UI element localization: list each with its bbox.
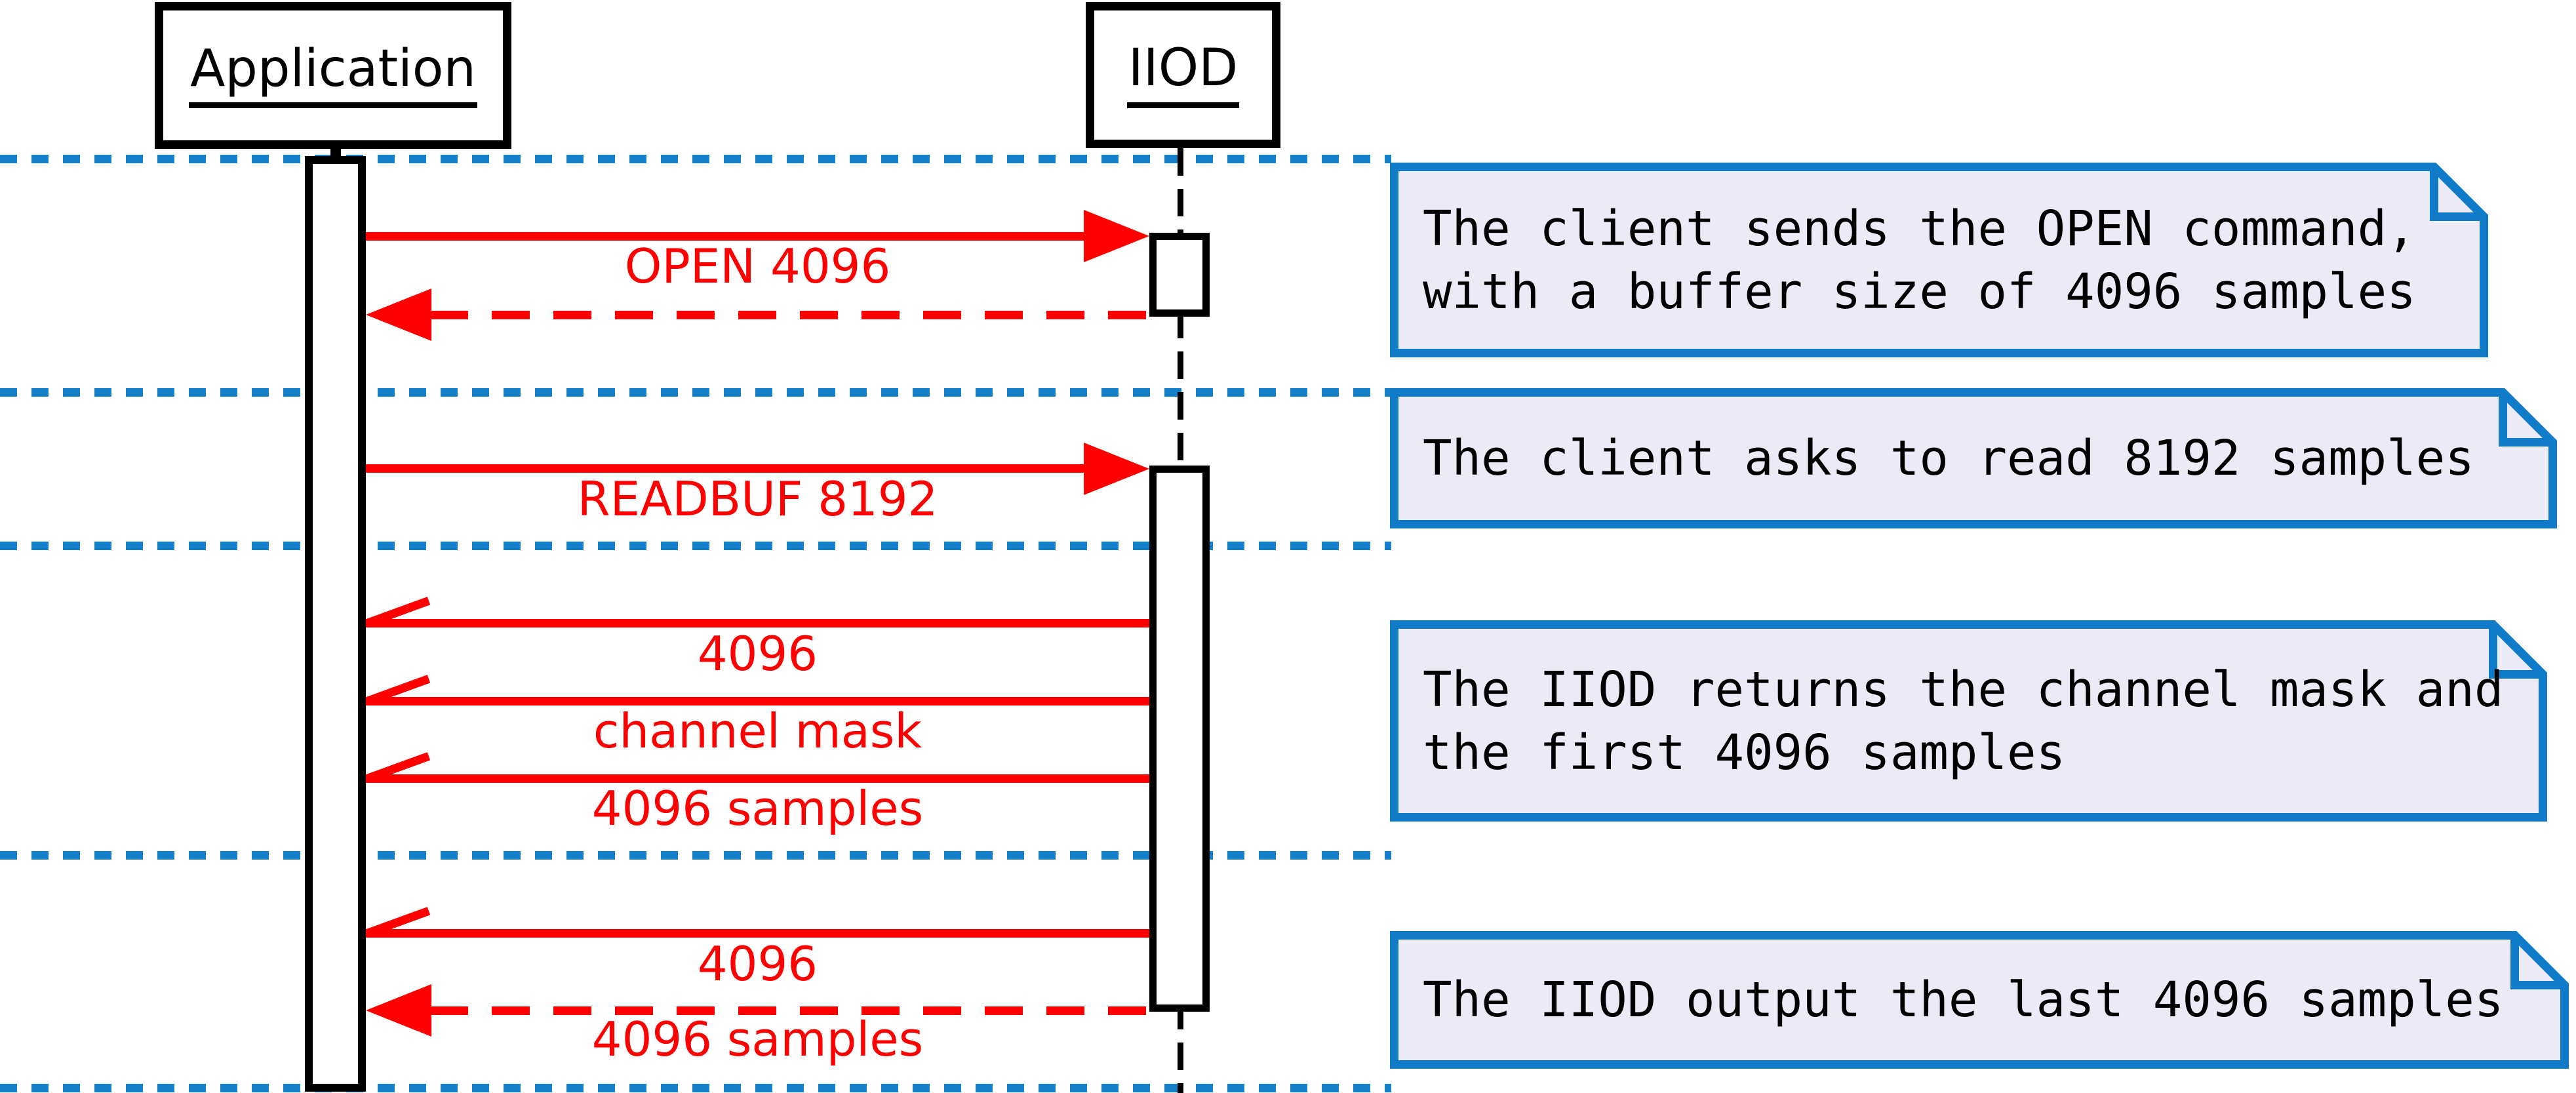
note-text: The IIOD returns the channel mask and th…	[1423, 661, 2504, 781]
iiod-activation-readbuf	[1149, 466, 1210, 1012]
note-readbuf: The client asks to read 8192 samples	[1390, 388, 2557, 528]
message-label-4096: 4096	[697, 626, 818, 681]
dogear-icon	[2499, 392, 2553, 447]
note-open-command: The client sends the OPEN command, with …	[1390, 163, 2488, 357]
message-label-open: OPEN 4096	[624, 239, 891, 294]
message-label-channel-mask: channel mask	[593, 704, 922, 759]
actor-label-application: Application	[189, 42, 477, 109]
message-label-4096-samples-return: 4096 samples	[591, 1012, 924, 1067]
actor-box-application: Application	[155, 2, 511, 149]
arrow-4096-line	[366, 619, 1149, 627]
note-text: The client asks to read 8192 samples	[1423, 430, 2474, 487]
dogear-icon	[2510, 935, 2565, 989]
arrowhead-right-icon	[1084, 210, 1149, 262]
arrowhead-right-icon	[1084, 443, 1149, 495]
arrow-4096-samples-line	[366, 774, 1149, 783]
note-text: The IIOD output the last 4096 samples	[1423, 972, 2504, 1028]
application-activation-bar	[305, 156, 366, 1092]
arrow-channel-mask-line	[366, 697, 1149, 705]
dogear-icon	[2430, 167, 2484, 221]
note-shape	[1390, 620, 2547, 822]
note-last-samples: The IIOD output the last 4096 samples	[1390, 931, 2569, 1069]
arrow-4096-samples-return-line	[430, 1006, 1149, 1015]
message-label-readbuf: READBUF 8192	[577, 471, 938, 527]
arrow-4096-last-line	[366, 929, 1149, 938]
arrow-readbuf-line	[366, 464, 1087, 473]
message-label-4096-last: 4096	[697, 936, 818, 991]
iiod-activation-open	[1149, 233, 1210, 317]
note-channel-mask: The IIOD returns the channel mask and th…	[1390, 620, 2547, 822]
note-shape	[1390, 388, 2557, 528]
arrowhead-left-icon	[366, 288, 431, 341]
actor-label-iiod: IIOD	[1126, 41, 1240, 108]
note-shape	[1390, 931, 2569, 1069]
note-text: The client sends the OPEN command, with …	[1423, 200, 2416, 320]
arrow-return-line	[430, 311, 1149, 319]
message-label-4096-samples: 4096 samples	[591, 781, 924, 836]
application-lifeline-stub	[330, 147, 341, 157]
arrow-open-line	[366, 232, 1087, 241]
actor-box-iiod: IIOD	[1086, 2, 1280, 148]
arrowhead-left-icon	[366, 984, 431, 1037]
dogear-icon	[2489, 624, 2543, 679]
note-shape	[1390, 163, 2488, 357]
